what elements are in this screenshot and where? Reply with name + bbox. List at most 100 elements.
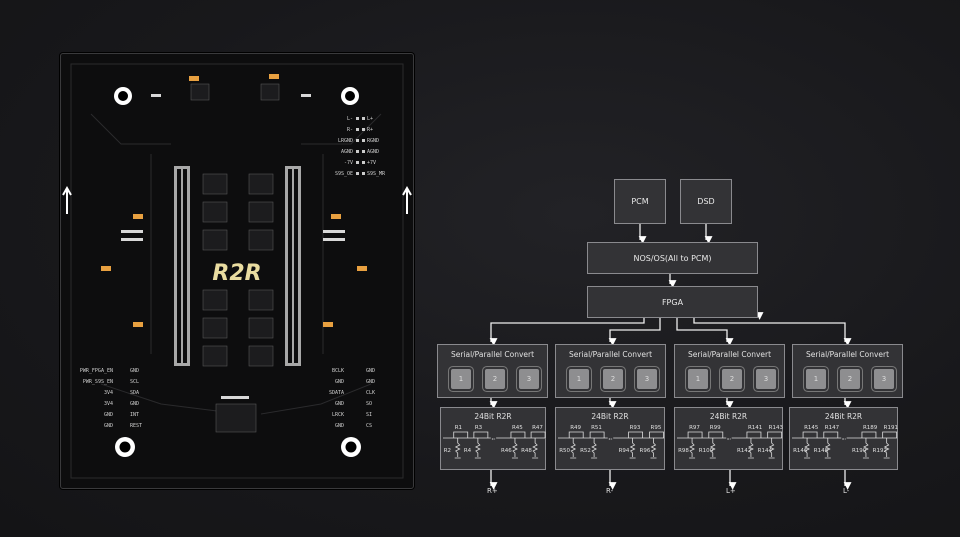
pin-label: INT — [130, 412, 140, 418]
pin-label: SO — [366, 401, 373, 407]
resistor-label: R189 — [862, 425, 878, 431]
resistor-ladder-schematic — [558, 431, 664, 459]
resistor-label: R148 — [813, 448, 829, 454]
pin-label: GND — [366, 379, 376, 385]
pin-label: AGND — [367, 149, 380, 155]
resistor-label: R2 — [443, 448, 452, 454]
pin-label: GND — [103, 412, 113, 418]
pin-label: GND — [334, 423, 344, 429]
pin-label: GND — [366, 368, 376, 374]
pin-label: PWR_S9S_EN — [82, 379, 113, 385]
pin-pad — [362, 128, 365, 131]
pcm-input-block: PCM — [614, 179, 666, 224]
pin-label: CS — [366, 423, 373, 429]
pin-label: GND — [334, 401, 344, 407]
pin-label: GND — [103, 423, 113, 429]
pin-pad — [356, 161, 359, 164]
pin-label: GND — [130, 368, 140, 374]
block-title: Serial/Parallel Convert — [805, 350, 890, 359]
resistor-label: R1 — [454, 425, 463, 431]
chip-icon: 2 — [722, 369, 742, 389]
resistor-label: R97 — [689, 425, 700, 431]
pin-pad — [362, 172, 365, 175]
block-title: 24Bit R2R — [474, 412, 512, 421]
output-label: L+ — [726, 487, 736, 495]
resistor-ladder-schematic — [792, 431, 898, 459]
pin-label: R+ — [367, 127, 374, 133]
resistor-label: R142 — [736, 448, 752, 454]
pin-label: S9S_MR — [367, 171, 386, 177]
pin-label: S9S_OE — [334, 171, 353, 177]
block-title: 24Bit R2R — [591, 412, 629, 421]
pin-label: BCLK — [331, 368, 344, 374]
pin-label: GND — [130, 401, 140, 407]
pin-pad — [356, 117, 359, 120]
chip-icon: 3 — [637, 369, 657, 389]
pin-label: 3V4 — [103, 390, 113, 396]
block-title: 24Bit R2R — [709, 412, 748, 421]
pcb-artwork: R2R — [62, 63, 412, 479]
pin-pad — [362, 117, 365, 120]
pin-label: GND — [334, 379, 344, 385]
pin-label: LRGND — [337, 138, 353, 144]
resistor-label: R143 — [768, 425, 783, 431]
resistor-label: R51 — [591, 425, 602, 431]
chip-icon: 3 — [519, 369, 539, 389]
resistor-label: R46 — [500, 448, 512, 454]
pin-label: L- — [346, 116, 353, 122]
pin-label: -7V — [343, 160, 353, 166]
pin-label: SDATA — [328, 390, 344, 396]
resistor-label: R144 — [757, 448, 772, 454]
resistor-label: R95 — [650, 425, 662, 431]
pin-label: 3V4 — [103, 401, 113, 407]
r2r-logo: R2R — [212, 261, 261, 286]
pin-label: RGND — [367, 138, 380, 144]
resistor-label: R147 — [824, 425, 840, 431]
pin-label: REST — [130, 423, 143, 429]
chip-icon: 3 — [874, 369, 894, 389]
resistor-label: R141 — [747, 425, 763, 431]
resistor-label: R145 — [804, 425, 819, 431]
resistor-ladder-schematic — [443, 431, 546, 459]
output-label: R+ — [487, 487, 498, 495]
pin-pad — [362, 150, 365, 153]
pin-pad — [356, 150, 359, 153]
resistor-label: R146 — [793, 448, 808, 454]
output-label: R- — [606, 487, 614, 495]
pin-label: PWR_FPGA_EN — [79, 368, 113, 374]
pin-pad — [362, 139, 365, 142]
pin-label: +7V — [367, 160, 377, 166]
pin-label: R- — [346, 127, 353, 133]
resistor-label: R190 — [851, 448, 867, 454]
chip-icon: 1 — [688, 369, 708, 389]
block-title: Serial/Parallel Convert — [568, 350, 653, 359]
nos-os-block: NOS/OS(All to PCM) — [587, 242, 758, 274]
resistor-label: R48 — [521, 448, 532, 454]
pin-label: LRCK — [331, 412, 344, 418]
chip-icon: 1 — [569, 369, 589, 389]
fpga-block: FPGA — [587, 286, 758, 318]
resistor-label: R100 — [698, 448, 714, 454]
resistor-label: R98 — [678, 448, 689, 454]
resistor-label: R50 — [559, 448, 571, 454]
pin-label: SI — [366, 412, 373, 418]
resistor-label: R3 — [474, 425, 483, 431]
resistor-label: R96 — [639, 448, 651, 454]
resistor-label: R191 — [883, 425, 898, 431]
resistor-label: R94 — [618, 448, 630, 454]
block-title: Serial/Parallel Convert — [687, 350, 772, 359]
dsd-input-block: DSD — [680, 179, 732, 224]
pin-label: AGND — [340, 149, 353, 155]
resistor-ladder-schematic — [677, 431, 783, 459]
pin-label: SCL — [130, 379, 140, 385]
chip-icon: 2 — [603, 369, 623, 389]
chip-icon: 3 — [756, 369, 776, 389]
pin-pad — [362, 161, 365, 164]
resistor-label: R49 — [570, 425, 582, 431]
